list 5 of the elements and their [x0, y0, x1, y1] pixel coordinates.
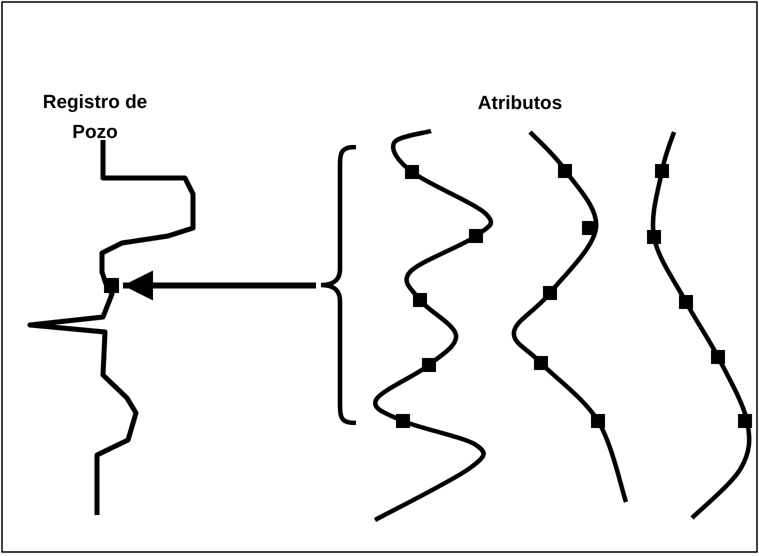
curly-brace [318, 145, 358, 425]
log-point-marker [104, 278, 119, 293]
heading-label: Registro de Pozo [42, 91, 148, 145]
heading-label: Atributos [476, 92, 564, 116]
arrow [123, 270, 316, 300]
